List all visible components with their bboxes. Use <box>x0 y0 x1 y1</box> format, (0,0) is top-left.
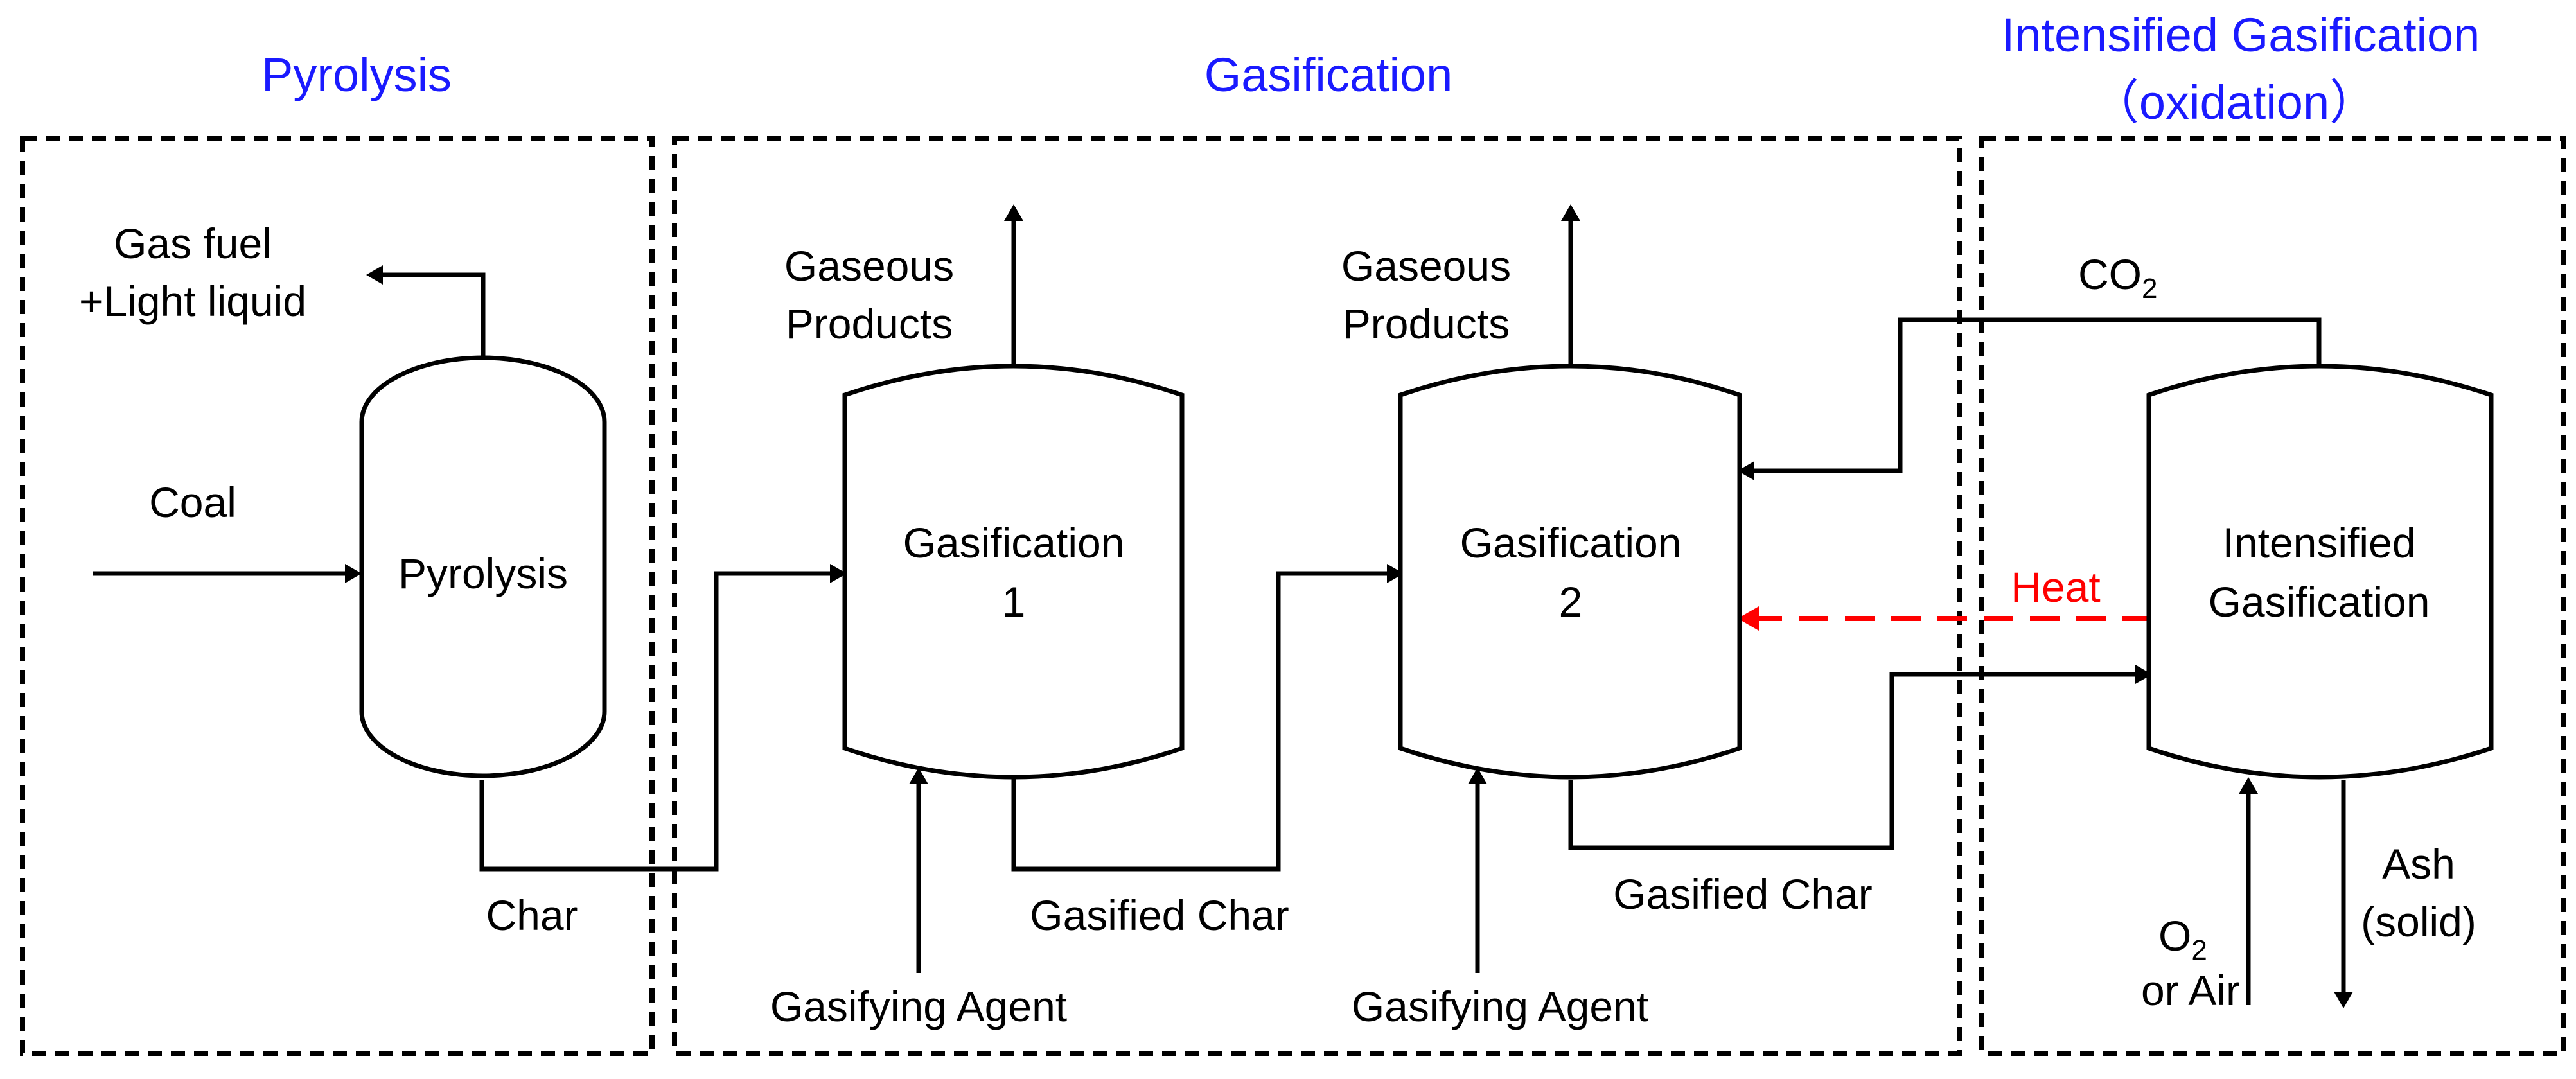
ash-label-line1: Ash <box>2382 840 2455 888</box>
o2-label: O2 <box>2158 912 2207 966</box>
pyrolysis-reactor <box>359 355 607 778</box>
gaseous-products-1-arrowhead <box>1004 204 1023 221</box>
gasifier-2-label-line2: 2 <box>1559 578 1583 626</box>
gaseous-products-1-label-line2: Products <box>786 300 953 347</box>
co2-label: CO2 <box>2078 250 2157 304</box>
gasifier-1-label-line2: 1 <box>1002 578 1026 626</box>
or-air-label: or Air <box>2141 967 2240 1014</box>
gasified-char-1-label: Gasified Char <box>1030 891 1289 939</box>
co2-recycle-arrowhead <box>1738 461 1754 480</box>
gasified-char-2-transfer-line <box>1568 672 2139 850</box>
heat-transfer-arrowhead <box>1738 606 1759 631</box>
char-transfer-line <box>479 571 833 872</box>
gaseous-products-2-label-line1: Gaseous <box>1341 242 1511 290</box>
gasified-char-1-arrowhead <box>1387 564 1404 583</box>
pyrolysis-section-box <box>20 136 655 1056</box>
gasifying-agent-1-arrowhead <box>909 768 928 784</box>
intensified-gasification-reactor <box>2146 364 2494 780</box>
gas-fuel-outlet-line <box>379 272 486 366</box>
section-title-pyrolysis: Pyrolysis <box>261 48 452 101</box>
ash-label-line2: (solid) <box>2361 898 2476 945</box>
coal-label: Coal <box>149 478 236 526</box>
gasifying-agent-1-label: Gasifying Agent <box>770 983 1067 1030</box>
gasifier-2-label-line1: Gasification <box>1460 519 1682 566</box>
gaseous-products-2-label-line2: Products <box>1343 300 1510 347</box>
gasifying-agent-2-arrowhead <box>1468 768 1487 784</box>
char-transfer-arrowhead <box>830 564 847 583</box>
gas-fuel-arrowhead <box>366 265 383 285</box>
gasified-char-2-arrowhead <box>2135 665 2152 684</box>
co2-recycle-line <box>1751 317 2322 473</box>
gasifying-agent-2-label: Gasifying Agent <box>1352 983 1648 1030</box>
gasification-reactor-2 <box>1398 364 1742 780</box>
gasified-char-2-label: Gasified Char <box>1613 870 1873 918</box>
gasified-char-1-transfer-line <box>1011 571 1391 872</box>
char-label: Char <box>486 891 578 939</box>
heat-label: Heat <box>2011 563 2100 611</box>
oxygen-inlet-arrowhead <box>2239 777 2258 794</box>
ash-outlet-arrowhead <box>2334 992 2353 1008</box>
gaseous-products-2-arrowhead <box>1561 204 1580 221</box>
section-title-intensified-gasification: Intensified Gasification <box>2002 8 2480 62</box>
intensified-reactor-label-line1: Intensified <box>2223 519 2416 566</box>
gaseous-products-1-label-line1: Gaseous <box>784 242 954 290</box>
gasification-reactor-1 <box>842 364 1185 780</box>
intensified-reactor-label-line2: Gasification <box>2209 578 2430 626</box>
coal-feed-arrowhead <box>345 564 362 583</box>
intensified-gasification-section-box <box>1979 136 2566 1056</box>
section-title-oxidation: （oxidation） <box>2092 76 2377 129</box>
gasification-section-box <box>672 136 1962 1056</box>
pyrolysis-reactor-label: Pyrolysis <box>398 550 568 597</box>
gasifier-1-label-line1: Gasification <box>903 519 1125 566</box>
gas-fuel-label-line2: +Light liquid <box>79 277 306 325</box>
gas-fuel-label-line1: Gas fuel <box>114 220 272 267</box>
section-title-gasification: Gasification <box>1204 48 1453 101</box>
